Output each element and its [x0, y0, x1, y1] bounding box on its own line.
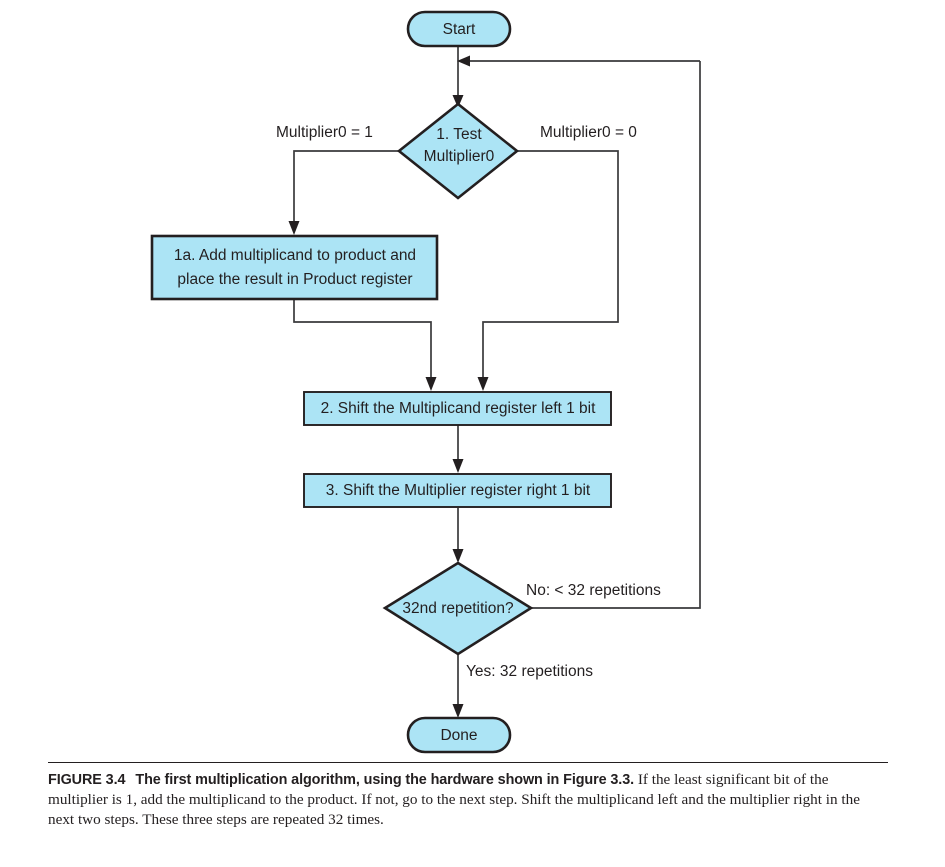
start-label: Start — [443, 21, 476, 38]
edge-repeat-no-loop — [531, 61, 701, 609]
done-label: Done — [440, 727, 477, 744]
caption-body-text: If the least significant bit of the mult… — [48, 771, 860, 828]
node-32nd-repetition[interactable]: 32nd repetition? — [382, 561, 534, 656]
caption-divider — [48, 762, 888, 763]
node-done[interactable]: Done — [406, 716, 512, 754]
arrowhead-repeat-yes-to-done — [452, 704, 464, 718]
caption-figure-number: FIGURE 3.4 — [48, 772, 126, 788]
edge-test-right-to-step2 — [482, 150, 619, 386]
multiplication-algorithm-flowchart: Start 1. Test Multiplier0 Multiplier0 = … — [150, 10, 701, 754]
arrowhead-test-right-to-step2 — [477, 377, 489, 391]
step3-shape — [303, 473, 612, 508]
start-shape — [406, 10, 512, 48]
caption-paragraph: FIGURE 3.4 The first multiplication algor… — [48, 770, 888, 829]
node-step-1a[interactable]: 1a. Add multiplicand to product and plac… — [150, 234, 439, 301]
step1a-label-line1: 1a. Add multiplicand to product and — [174, 247, 416, 264]
test-label-line2: Multiplier0 — [424, 148, 495, 165]
step3-label: 3. Shift the Multiplier register right 1… — [326, 482, 591, 499]
figure-caption: FIGURE 3.4 The first multiplication algor… — [48, 762, 888, 829]
test-shape — [396, 102, 520, 200]
edge-test-left-to-1a — [293, 150, 401, 230]
step2-shape — [303, 391, 612, 426]
edge-label-yes-32-repetitions: Yes: 32 repetitions — [466, 663, 593, 680]
arrowhead-start-to-test — [452, 95, 464, 108]
caption-bold-title: The first multiplication algorithm, usin… — [135, 772, 635, 788]
edge-label-no-less-than-32: No: < 32 repetitions — [526, 582, 661, 599]
arrowhead-step3-to-repeat — [452, 549, 464, 563]
node-step-3[interactable]: 3. Shift the Multiplier register right 1… — [303, 473, 612, 508]
arrowhead-1a-to-step2 — [425, 377, 437, 391]
edge-1a-to-step2 — [293, 299, 432, 386]
arrowhead-test-left-to-1a — [288, 221, 300, 235]
edge-label-multiplier0-equals-1: Multiplier0 = 1 — [276, 124, 373, 141]
step1a-shape — [150, 234, 439, 301]
test-label-line1: 1. Test — [436, 126, 482, 143]
node-test-multiplier0[interactable]: 1. Test Multiplier0 — [396, 102, 520, 200]
repeat-shape — [382, 561, 534, 656]
arrowhead-step2-to-step3 — [452, 459, 464, 473]
repeat-label: 32nd repetition? — [402, 600, 514, 617]
done-shape — [406, 716, 512, 754]
node-start[interactable]: Start — [406, 10, 512, 48]
step2-label: 2. Shift the Multiplicand register left … — [321, 400, 597, 417]
arrowhead-loop-return — [457, 55, 470, 67]
node-step-2[interactable]: 2. Shift the Multiplicand register left … — [303, 391, 612, 426]
edge-label-multiplier0-equals-0: Multiplier0 = 0 — [540, 124, 637, 141]
step1a-label-line2: place the result in Product register — [177, 271, 412, 288]
